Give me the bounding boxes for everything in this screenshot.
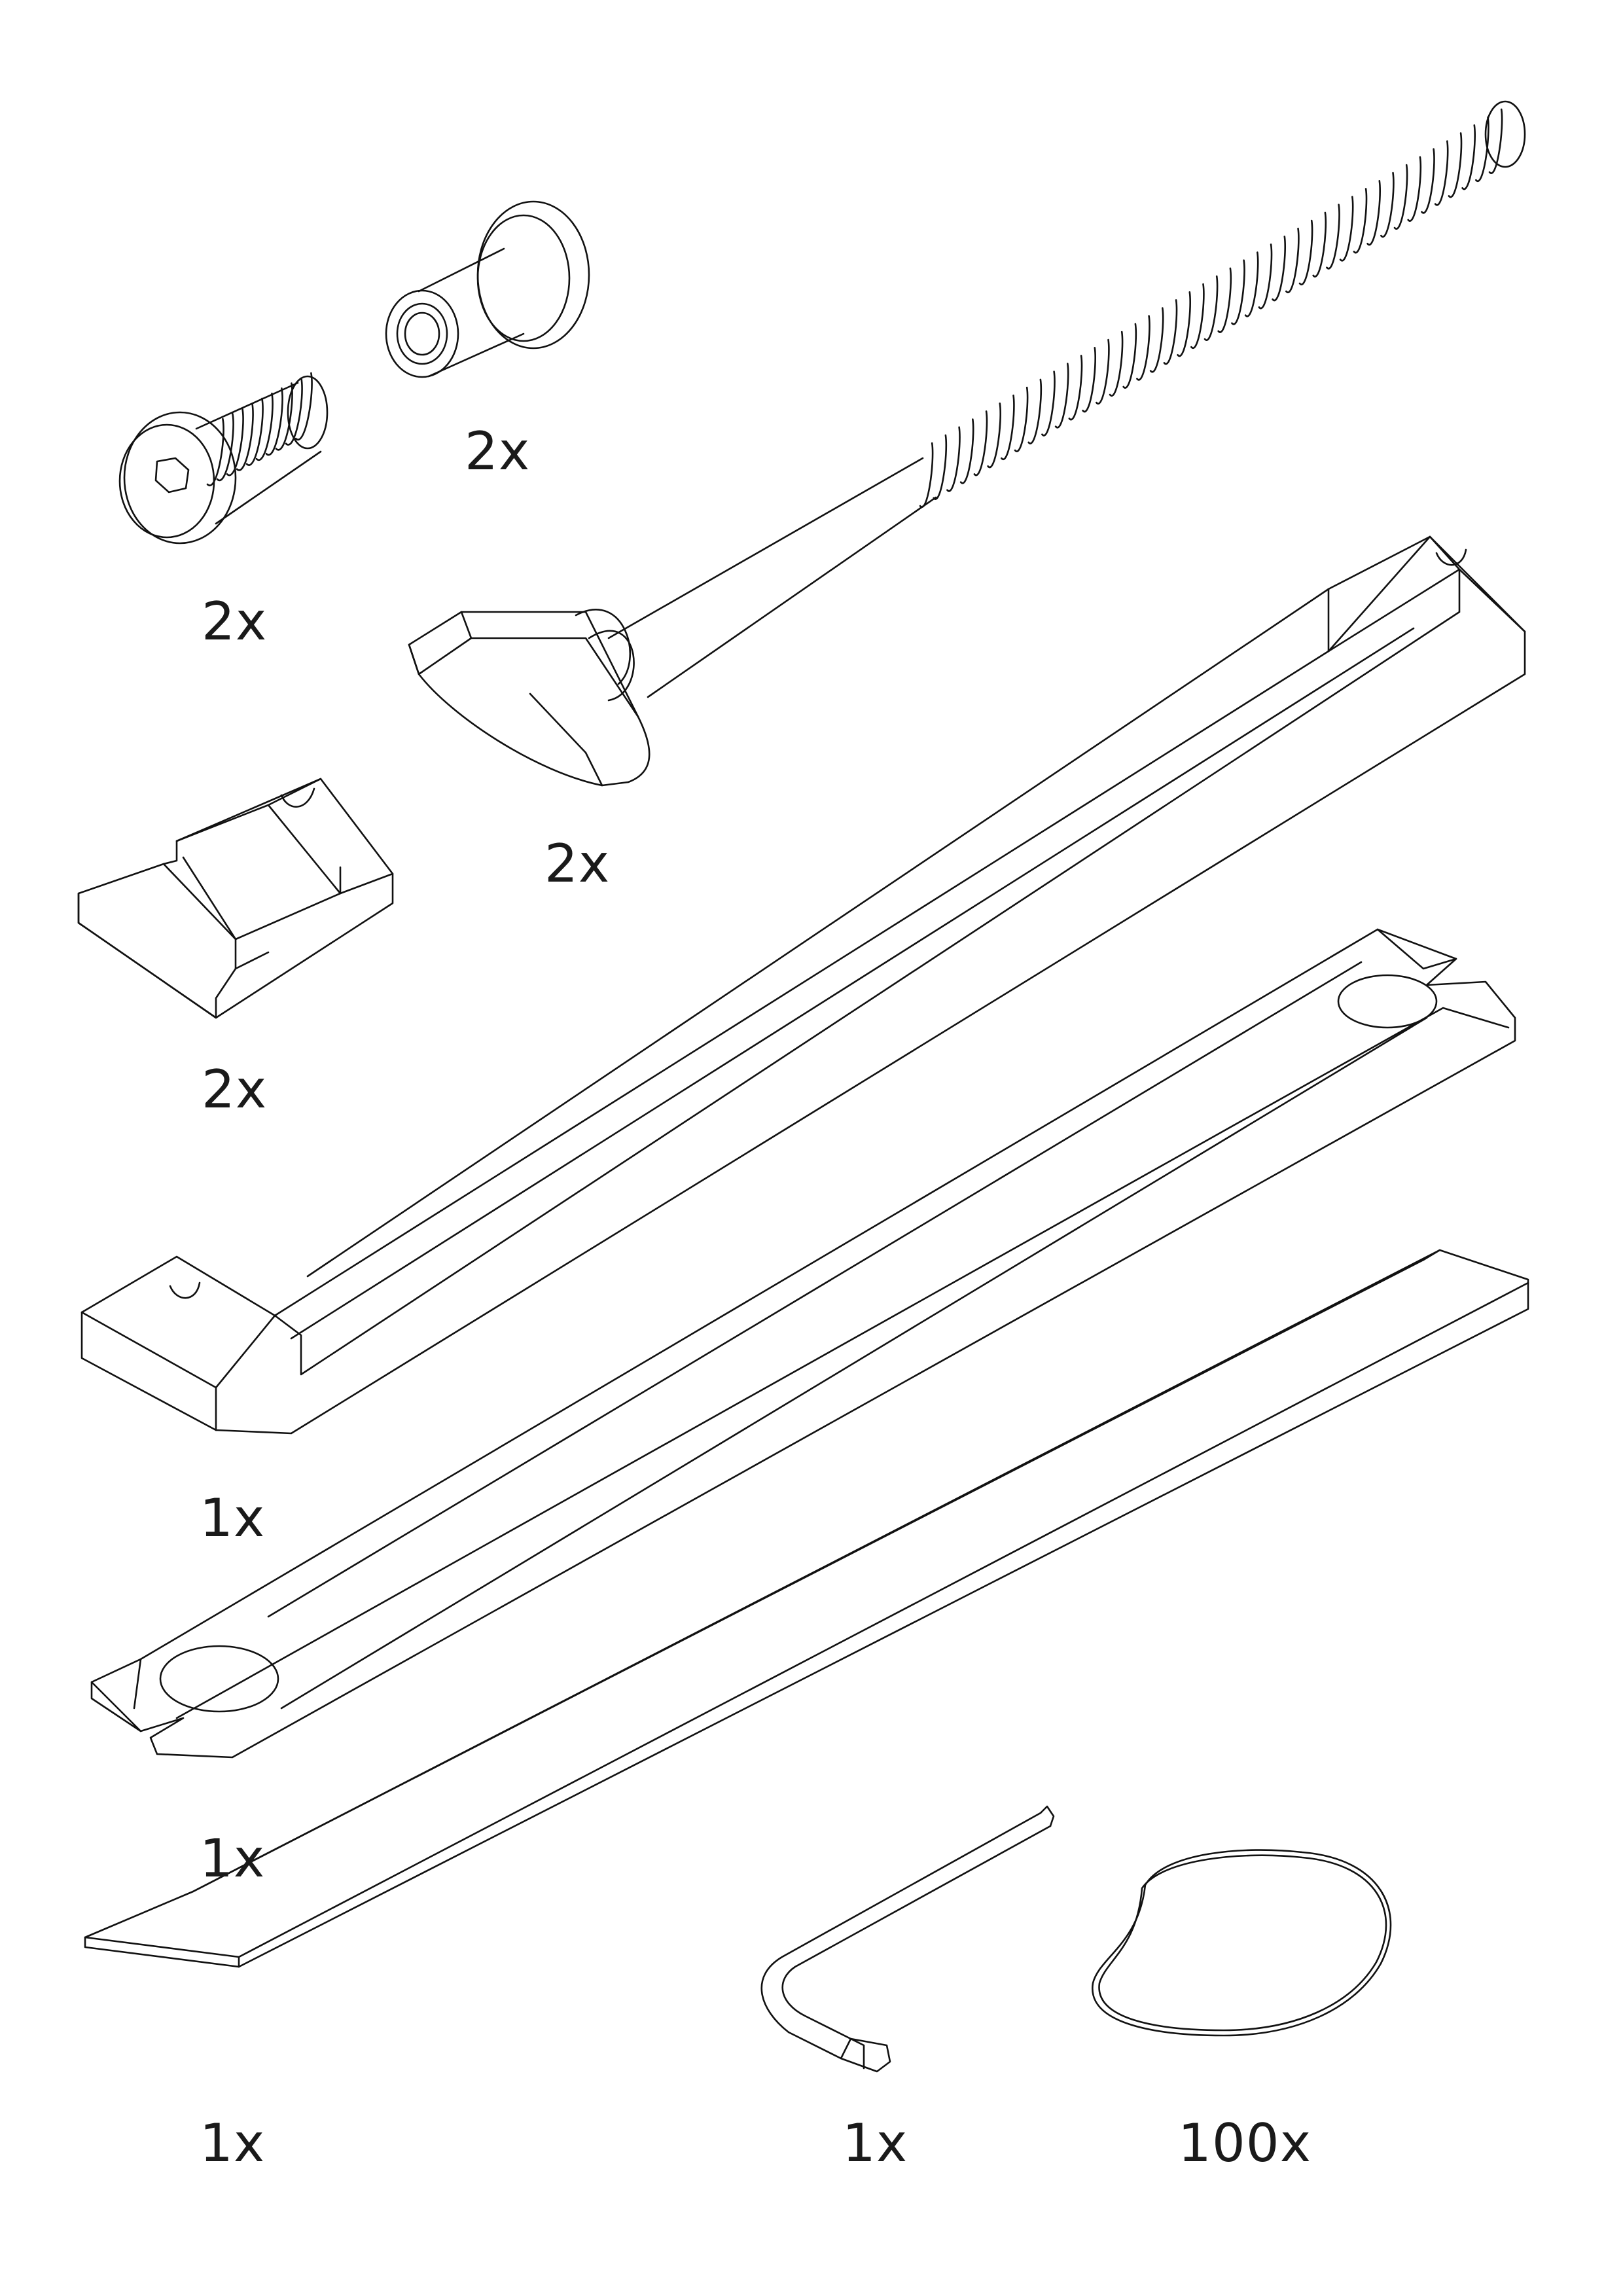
flat-strip-quantity: 1x (200, 2113, 266, 2174)
flat-strip-drawing (84, 1249, 1529, 1968)
slotted-bar-drawing (90, 928, 1516, 1759)
block-quantity: 2x (202, 1059, 268, 1120)
hex-key-quantity: 1x (842, 2113, 908, 2174)
bolt-drawing (118, 372, 329, 545)
threaded-rod-quantity: 2x (544, 833, 611, 894)
block-drawing (77, 778, 394, 1019)
bolt-quantity: 2x (202, 591, 268, 652)
rail-drawing (80, 535, 1526, 1435)
rubber-band-drawing (1092, 1849, 1392, 2037)
hex-key-drawing (760, 1805, 1055, 2073)
slotted-bar-quantity: 1x (200, 1828, 266, 1889)
barrel-nut-drawing (385, 200, 590, 378)
barrel-nut-quantity: 2x (465, 421, 531, 482)
rail-quantity: 1x (200, 1488, 266, 1549)
threaded-rod-drawing (408, 100, 1526, 787)
rubber-band-quantity: 100x (1178, 2113, 1312, 2174)
